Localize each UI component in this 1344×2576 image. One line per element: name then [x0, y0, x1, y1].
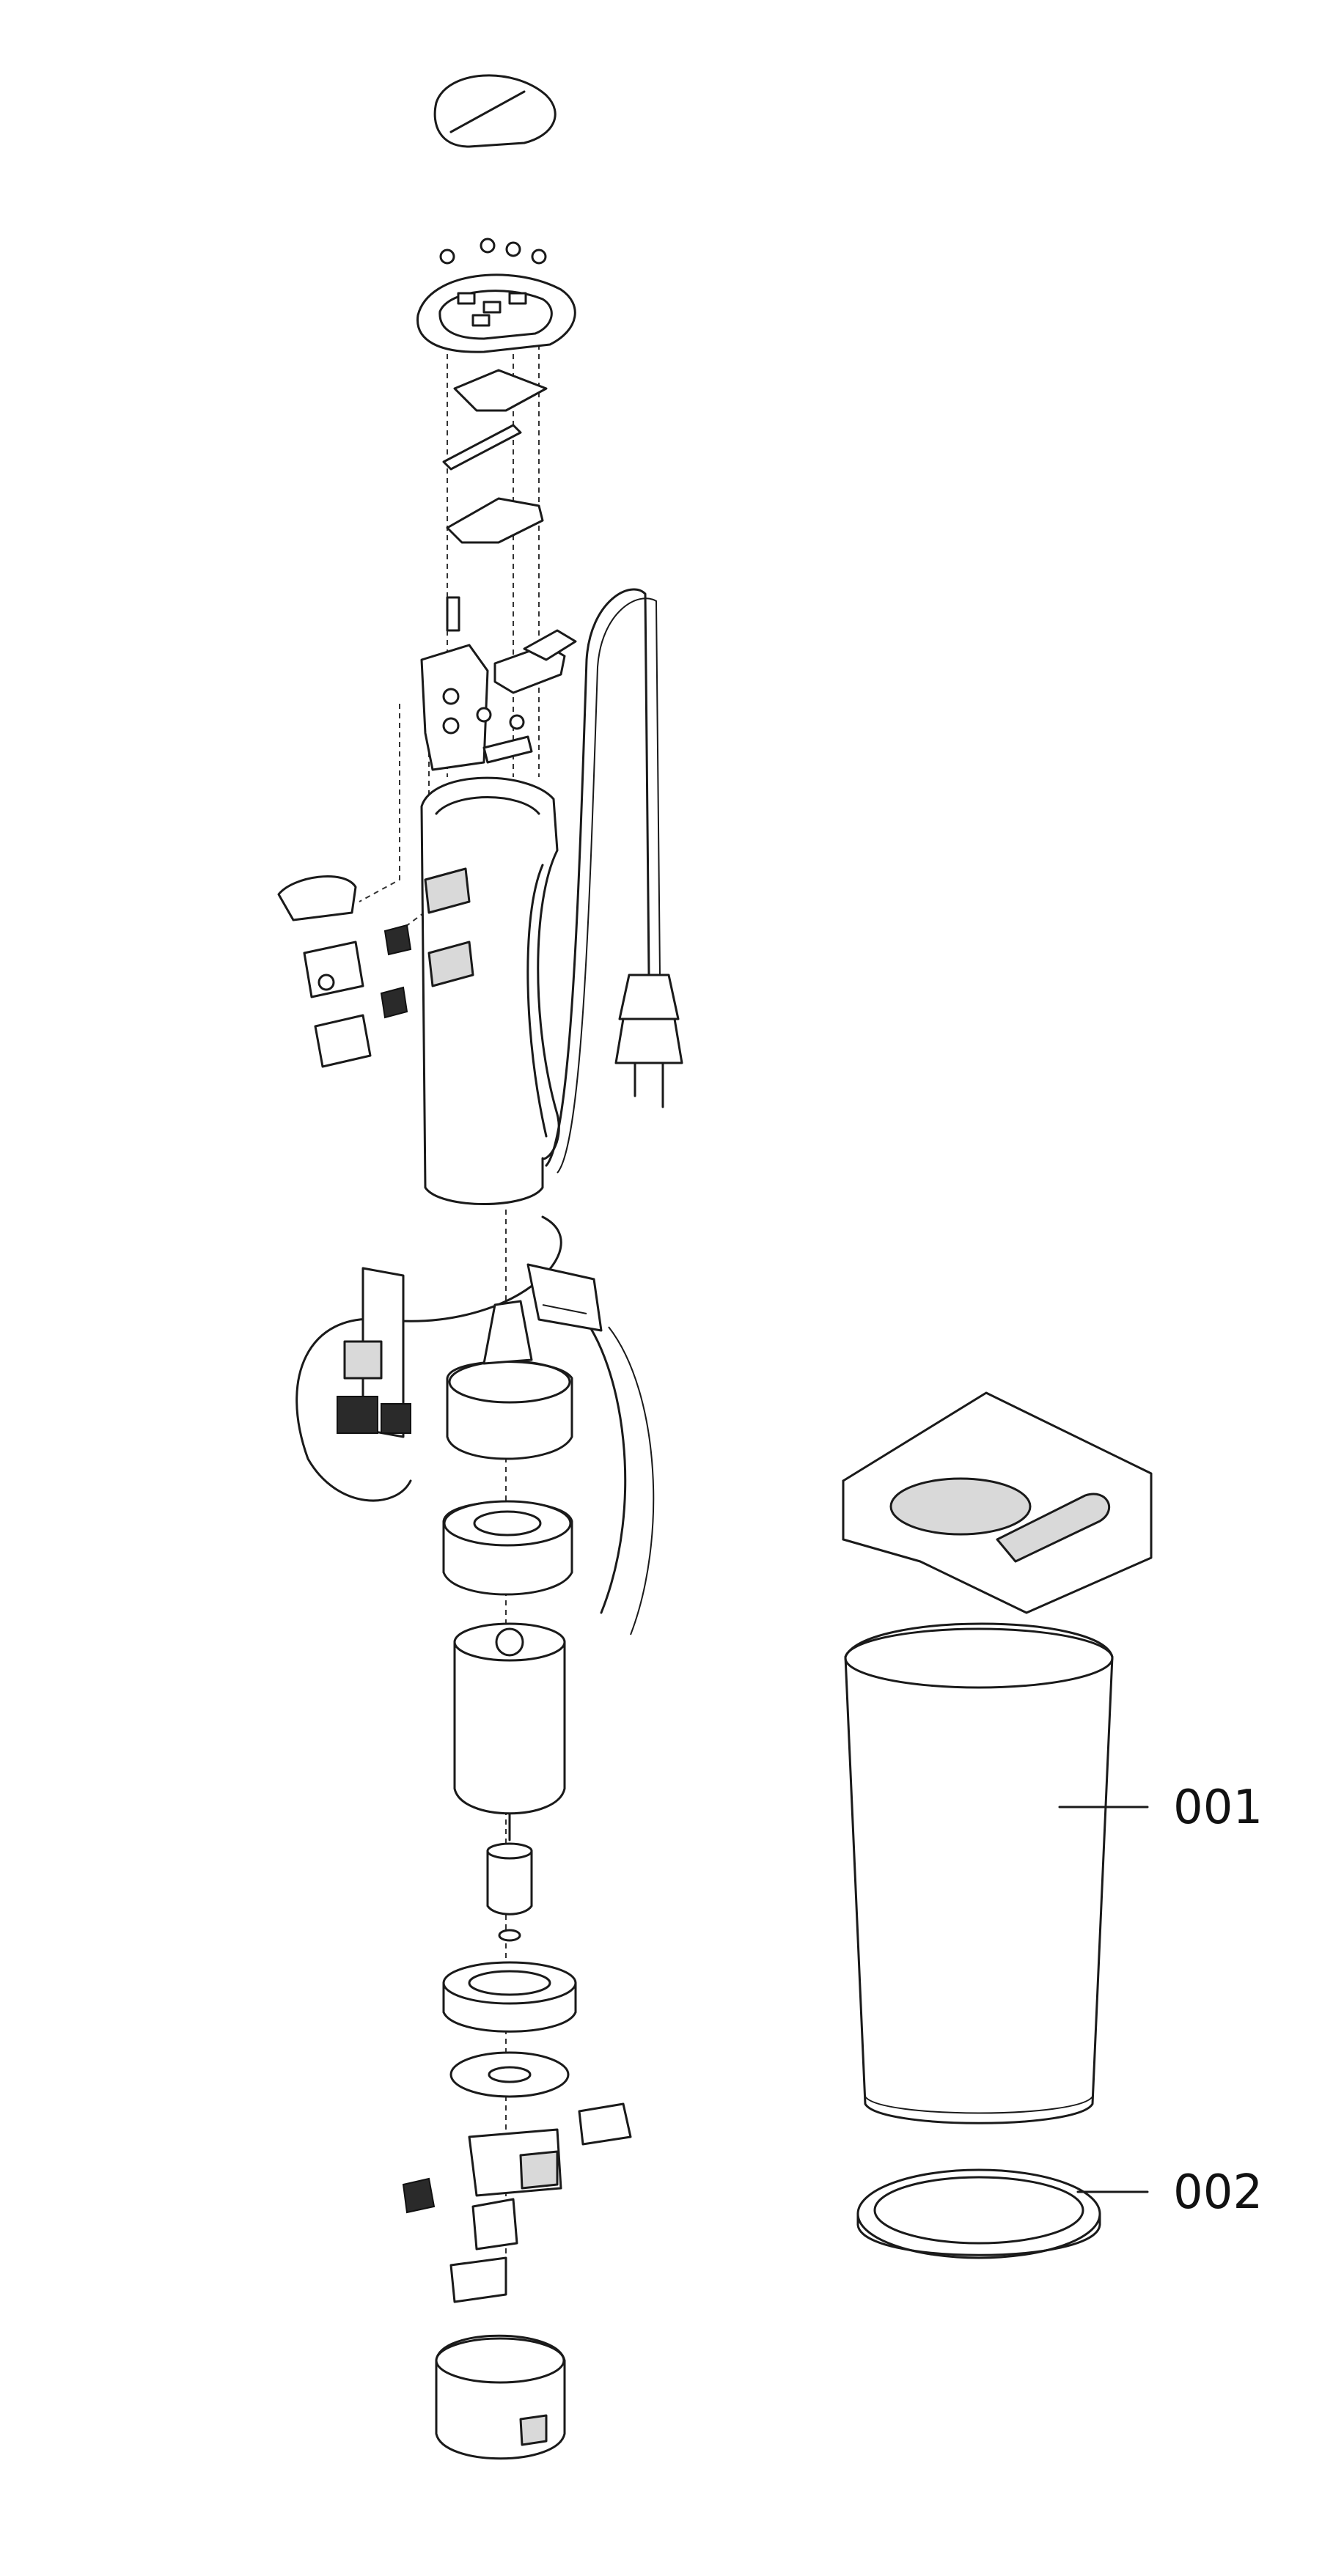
- contact-pin: [446, 596, 460, 632]
- motor-mount-upper: [446, 1300, 573, 1460]
- release-spring: [402, 2177, 436, 2214]
- motor: [453, 1622, 566, 1841]
- speed-knob: [476, 629, 577, 764]
- bottom-housing: [435, 2334, 566, 2460]
- handle-housing: [420, 776, 560, 1205]
- bearing-housing: [442, 1961, 577, 2033]
- switch-housing: [420, 644, 489, 771]
- capacitor-block: [526, 1263, 603, 1332]
- callout-label-002: 002: [1173, 2165, 1263, 2220]
- power-board: [337, 1267, 411, 1438]
- side-buttons: [277, 875, 412, 1068]
- top-plate: [416, 273, 576, 353]
- beaker: [844, 1622, 1114, 2124]
- plug: [614, 974, 683, 1108]
- coupling: [486, 1842, 533, 1942]
- motor-collar: [442, 1500, 573, 1596]
- control-boards: [442, 369, 548, 544]
- callout-001: 001: [1058, 1781, 1263, 1835]
- internal-wires: [578, 1311, 655, 1635]
- wall-holder: [842, 1391, 1153, 1614]
- top-screws: [439, 238, 547, 265]
- lock-mechanism: [468, 2102, 632, 2197]
- top-cap: [433, 74, 557, 148]
- callout-label-001: 001: [1173, 1781, 1263, 1835]
- lock-slider: [449, 2198, 518, 2303]
- washer: [449, 2051, 570, 2098]
- beaker-base-ring: [856, 2168, 1101, 2259]
- callout-002: 002: [1076, 2165, 1263, 2220]
